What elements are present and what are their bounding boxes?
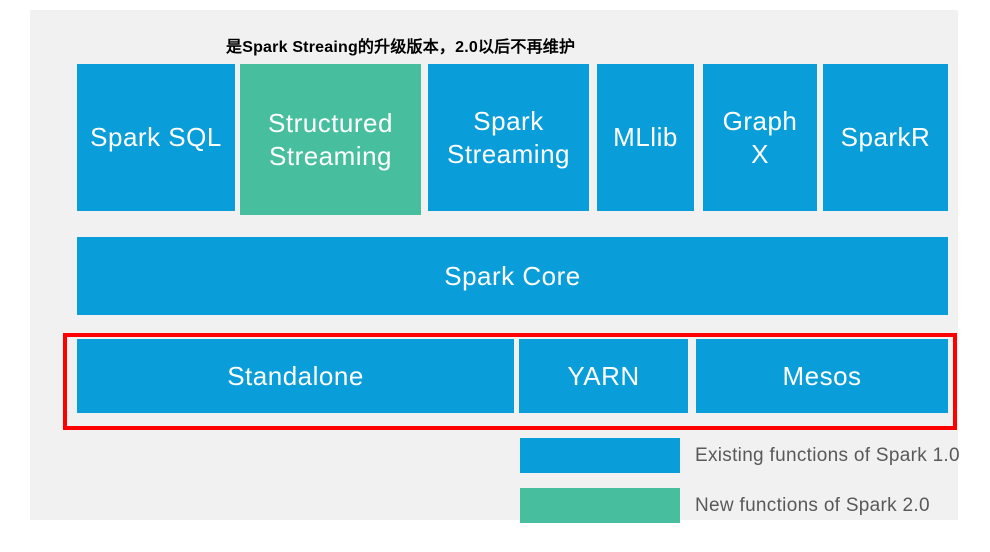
box-mesos: Mesos [696, 339, 948, 413]
box-label: Standalone [227, 360, 364, 391]
box-spark-sql: Spark SQL [77, 64, 235, 211]
box-spark-streaming: Spark Streaming [428, 64, 589, 211]
legend-swatch-existing [520, 438, 680, 473]
box-label: YARN [567, 360, 640, 391]
box-structured-streaming: Structured Streaming [240, 64, 421, 215]
box-yarn: YARN [519, 339, 688, 413]
legend-entry-existing: Existing functions of Spark 1.0 [520, 438, 960, 473]
box-graphx: Graph X [703, 64, 817, 211]
box-label: Structured Streaming [268, 108, 393, 171]
box-sparkr: SparkR [823, 64, 948, 211]
box-label: Spark Core [444, 260, 581, 291]
highlight-frame [63, 333, 957, 430]
box-label: Spark Streaming [447, 106, 570, 169]
box-label: Spark SQL [90, 122, 222, 153]
box-label: SparkR [840, 122, 931, 153]
box-label: MLlib [613, 122, 678, 153]
box-label: Mesos [782, 360, 862, 391]
box-spark-core: Spark Core [77, 237, 948, 315]
legend-label: Existing functions of Spark 1.0 [695, 444, 960, 466]
box-standalone: Standalone [77, 339, 514, 413]
box-mllib: MLlib [597, 64, 694, 211]
box-label: Graph X [722, 106, 798, 169]
annotation-text: 是Spark Streaing的升级版本，2.0以后不再维护 [226, 39, 576, 56]
legend-entry-new: New functions of Spark 2.0 [520, 488, 930, 523]
legend-label: New functions of Spark 2.0 [695, 494, 930, 516]
legend-swatch-new [520, 488, 680, 523]
